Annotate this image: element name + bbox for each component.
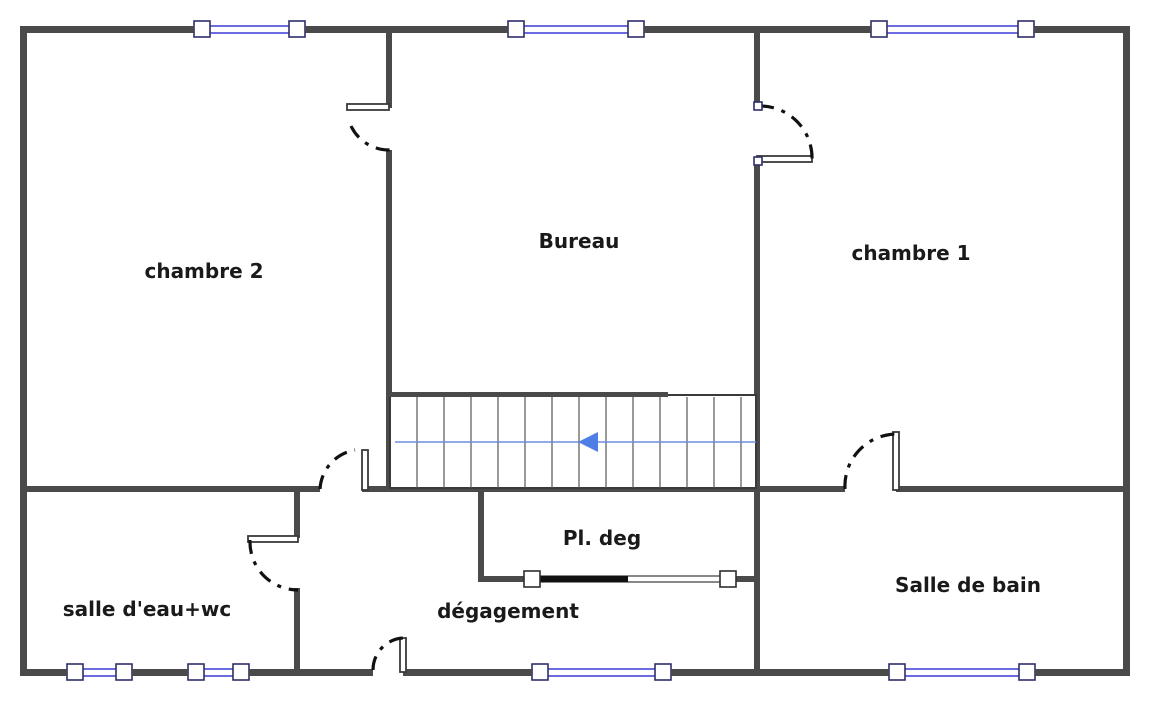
window-bottom-salle-eau-2 bbox=[187, 663, 250, 681]
room-label-pl-deg: Pl. deg bbox=[563, 526, 641, 550]
door-salle-de-bain bbox=[843, 431, 900, 491]
window-top-bureau bbox=[507, 20, 645, 38]
window-bottom-salle-eau-1 bbox=[66, 663, 133, 681]
window-bottom-salle-de-bain bbox=[888, 663, 1036, 681]
room-labels: chambre 2 Bureau chambre 1 Pl. deg salle… bbox=[63, 229, 1041, 623]
sliding-door-pl-deg bbox=[523, 570, 737, 588]
door-stair-landing bbox=[318, 448, 369, 491]
door-chambre1 bbox=[753, 101, 814, 166]
room-label-chambre1: chambre 1 bbox=[851, 241, 970, 265]
door-salle-eau bbox=[247, 535, 299, 592]
staircase bbox=[386, 392, 757, 489]
arrow-left-icon bbox=[578, 432, 598, 452]
room-label-degagement: dégagement bbox=[437, 599, 579, 623]
windows bbox=[66, 20, 1036, 681]
door-chambre2 bbox=[346, 103, 391, 152]
window-top-chambre1 bbox=[870, 20, 1035, 38]
room-label-salle-de-bain: Salle de bain bbox=[895, 573, 1041, 597]
window-top-chambre2 bbox=[193, 20, 306, 38]
room-label-bureau: Bureau bbox=[539, 229, 620, 253]
window-bottom-degagement bbox=[531, 663, 672, 681]
door-bottom-entry bbox=[371, 636, 407, 673]
room-label-salle-eau: salle d'eau+wc bbox=[63, 597, 231, 621]
room-label-chambre2: chambre 2 bbox=[144, 259, 263, 283]
doors bbox=[247, 101, 900, 673]
